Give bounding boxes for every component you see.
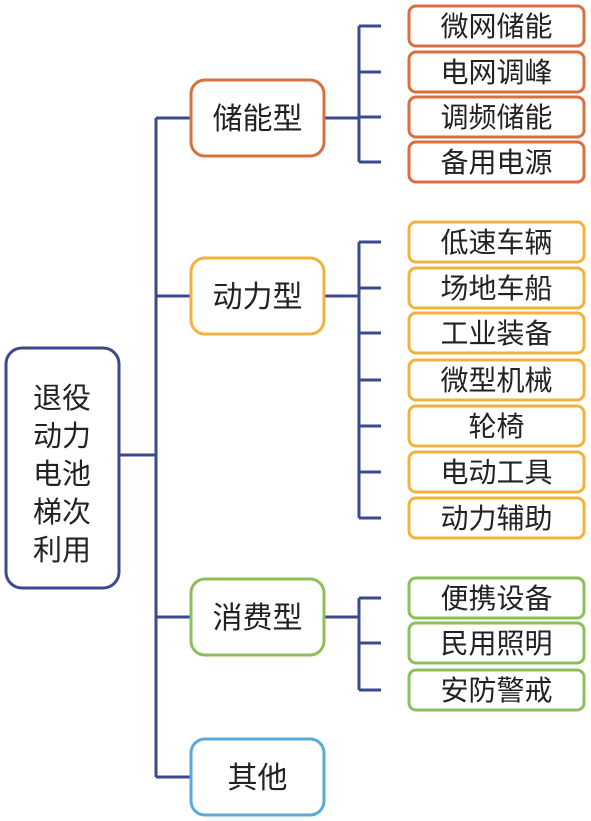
item-box <box>407 95 586 139</box>
item-label: 微型机械 <box>440 364 552 397</box>
item-label: 调频储能 <box>440 101 552 134</box>
category-box <box>189 577 326 657</box>
item-node: 微型机械 <box>407 358 586 402</box>
item-label: 民用照明 <box>440 627 552 660</box>
category-box <box>189 78 326 158</box>
root-line-5: 利用 <box>33 533 91 567</box>
item-label: 工业装备 <box>440 317 552 350</box>
item-box <box>407 450 586 494</box>
item-box <box>407 266 586 310</box>
item-node: 工业装备 <box>407 311 586 355</box>
item-node: 电网调峰 <box>407 50 586 94</box>
category-group: 其他 <box>189 737 326 817</box>
item-box <box>407 496 586 540</box>
item-box <box>407 4 586 48</box>
item-node: 轮椅 <box>407 404 586 448</box>
root-line-2: 动力 <box>33 419 91 453</box>
item-label: 备用电源 <box>440 146 552 179</box>
category-label: 消费型 <box>213 601 303 636</box>
item-label: 微网储能 <box>440 10 552 43</box>
root-node: 退役 动力 电池 梯次 利用 <box>4 346 121 590</box>
item-node: 备用电源 <box>407 140 586 184</box>
item-box <box>407 140 586 184</box>
connector-lines <box>119 24 381 779</box>
item-node: 调频储能 <box>407 95 586 139</box>
item-node: 低速车辆 <box>407 220 586 264</box>
item-node: 民用照明 <box>407 621 586 665</box>
category-label: 储能型 <box>213 102 303 137</box>
item-label: 电网调峰 <box>440 56 552 89</box>
item-box <box>407 311 586 355</box>
item-node: 便携设备 <box>407 576 586 620</box>
item-label: 电动工具 <box>440 456 552 489</box>
item-label: 便携设备 <box>440 582 552 615</box>
item-node: 微网储能 <box>407 4 586 48</box>
item-label: 安防警戒 <box>440 674 552 707</box>
item-box <box>407 576 586 620</box>
item-box <box>407 220 586 264</box>
category-label: 动力型 <box>213 280 303 315</box>
item-box <box>407 404 586 448</box>
item-label: 轮椅 <box>468 410 524 443</box>
item-node: 安防警戒 <box>407 668 586 712</box>
item-box <box>407 50 586 94</box>
item-node: 动力辅助 <box>407 496 586 540</box>
item-box <box>407 621 586 665</box>
item-label: 场地车船 <box>440 272 552 305</box>
root-box <box>4 346 121 590</box>
category-label: 其他 <box>228 761 288 796</box>
item-node: 电动工具 <box>407 450 586 494</box>
root-line-4: 梯次 <box>33 495 91 529</box>
category-box <box>189 737 326 817</box>
item-label: 动力辅助 <box>440 502 552 535</box>
root-line-3: 电池 <box>33 457 91 491</box>
item-box <box>407 668 586 712</box>
item-box <box>407 358 586 402</box>
category-box <box>189 256 326 336</box>
item-node: 场地车船 <box>407 266 586 310</box>
root-line-1: 退役 <box>33 381 91 415</box>
item-label: 低速车辆 <box>440 226 552 259</box>
